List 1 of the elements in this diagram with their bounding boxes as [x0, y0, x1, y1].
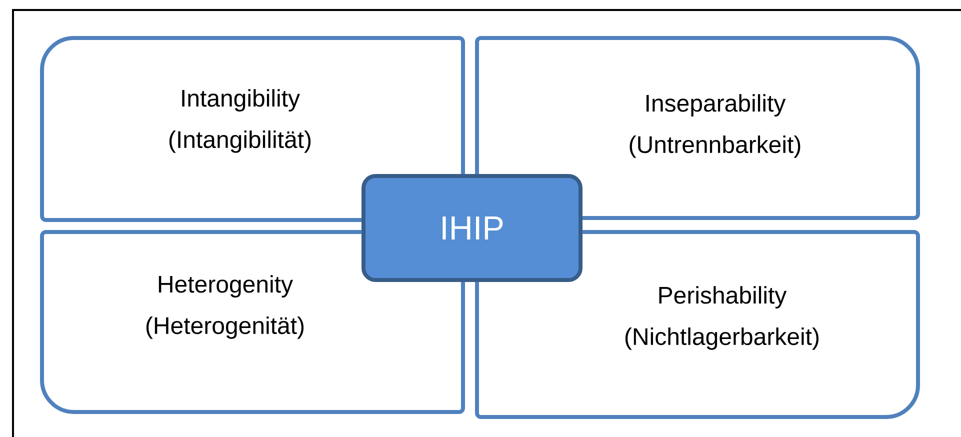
center-box: IHIP — [362, 174, 582, 282]
